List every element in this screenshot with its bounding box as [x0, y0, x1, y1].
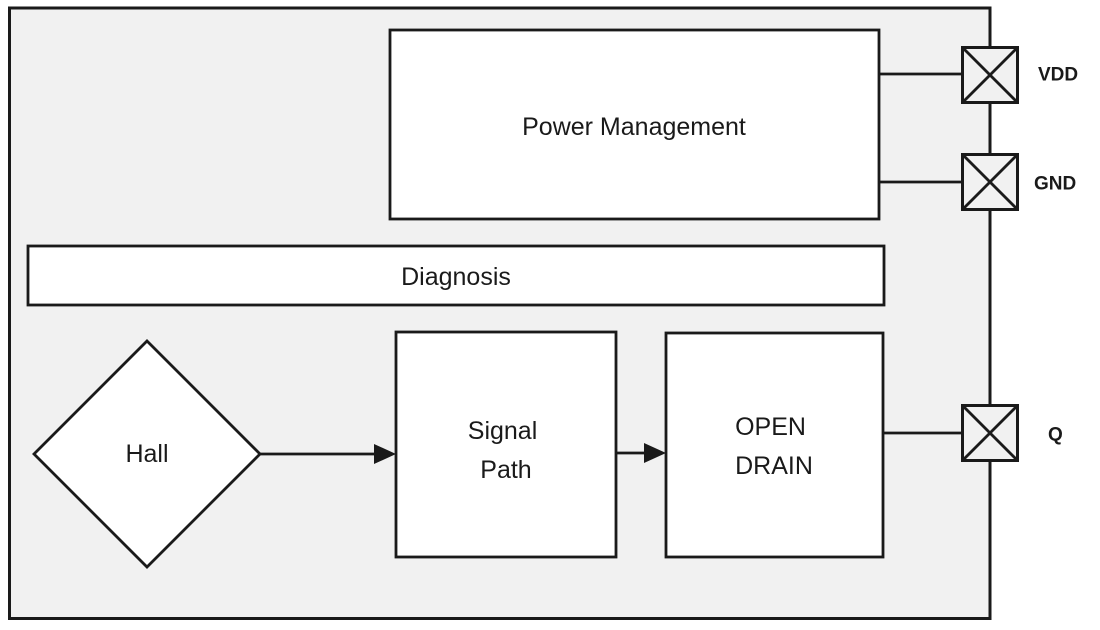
pin-x-icon [961, 153, 1019, 211]
open-drain-label: OPEN DRAIN [735, 405, 813, 480]
gnd-pin: GND [961, 153, 1076, 211]
power-management-block: Power Management [388, 28, 881, 221]
vdd-pin: VDD [961, 46, 1078, 104]
open-drain-box [664, 331, 885, 559]
hall-diamond [32, 339, 262, 569]
arrow-head-icon [644, 443, 666, 463]
signal-path-box [394, 330, 618, 559]
arrow-head-icon [374, 444, 396, 464]
vdd-pin-label: VDD [1038, 65, 1078, 86]
signal-path-block: Signal Path [394, 330, 618, 559]
signal-path-label: Signal Path [468, 409, 544, 484]
hall-to-signalpath-arrow [260, 444, 396, 464]
power-management-box [388, 28, 881, 221]
q-pin-label: Q [1048, 425, 1063, 446]
diagnosis-block: Diagnosis [26, 244, 886, 307]
pin-x-icon [961, 404, 1019, 462]
diagnosis-label: Diagnosis [401, 263, 511, 291]
hall-sensor: Hall [32, 339, 262, 569]
power-management-label: Power Management [522, 113, 746, 141]
signalpath-to-opendrain-arrow [616, 443, 666, 463]
open-drain-block: OPEN DRAIN [664, 331, 885, 559]
hall-label: Hall [125, 440, 168, 468]
gnd-pin-label: GND [1034, 174, 1076, 195]
pin-x-icon [961, 46, 1019, 104]
diagnosis-box [26, 244, 886, 307]
q-pin: Q [961, 404, 1063, 462]
